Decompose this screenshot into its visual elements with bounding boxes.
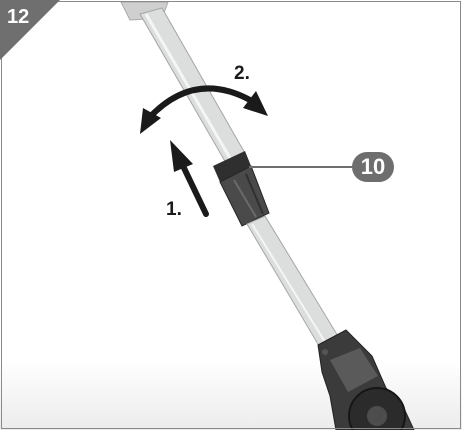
collar-ring xyxy=(213,151,251,182)
figure-number: 12 xyxy=(7,6,30,28)
step-2-label: 2. xyxy=(234,63,250,84)
rotate-arrow-arc xyxy=(146,85,252,121)
step-1-label: 1. xyxy=(166,199,182,220)
lower-tube xyxy=(246,215,345,357)
upper-tube-highlight xyxy=(144,13,232,159)
rotate-arrow-head-left xyxy=(140,108,161,134)
rotate-arrow-head-right xyxy=(243,91,268,116)
callout-badge: 10 xyxy=(352,152,394,182)
push-arrow-head xyxy=(170,140,193,172)
push-arrow-shaft xyxy=(181,165,209,217)
